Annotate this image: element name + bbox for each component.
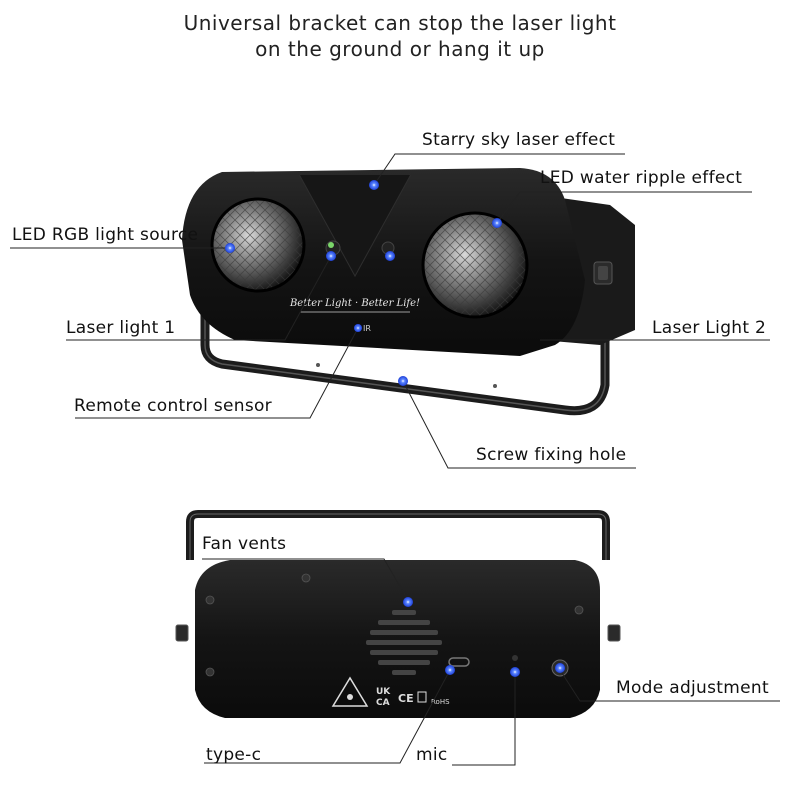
leader-typec <box>204 669 451 764</box>
label-led-rgb-source: LED RGB light source <box>12 225 199 245</box>
leader-mode <box>559 669 780 702</box>
label-mode-adjustment: Mode adjustment <box>616 678 769 698</box>
leader-remote <box>75 327 359 419</box>
label-laser-light-2: Laser Light 2 <box>652 318 767 338</box>
leader-mic <box>452 670 516 766</box>
label-laser-light-1: Laser light 1 <box>66 318 176 338</box>
slogan-text: Better Light · Better Life! <box>289 298 420 309</box>
label-starry-sky-laser: Starry sky laser effect <box>422 130 616 150</box>
mic-hole <box>512 655 518 661</box>
leader-laser1 <box>66 255 332 341</box>
leader-screw <box>402 380 636 469</box>
label-fan-vents: Fan vents <box>202 534 287 554</box>
leader-fan <box>202 558 409 601</box>
back-callout-dots <box>403 597 565 677</box>
back-knob-left <box>175 624 189 642</box>
cert-uk: UK <box>376 687 391 697</box>
front-callout-dots <box>225 180 502 386</box>
ir-text: IR <box>363 324 371 333</box>
back-knob-right <box>607 624 621 642</box>
back-body <box>195 560 600 718</box>
label-remote-sensor: Remote control sensor <box>74 396 272 416</box>
caption-line-1: Universal bracket can stop the laser lig… <box>183 11 617 35</box>
label-type-c: type-c <box>206 745 262 765</box>
laser-warning-icon <box>331 676 369 707</box>
leader-water <box>496 191 752 224</box>
caption-line-2: on the ground or hang it up <box>255 37 545 61</box>
cert-ca: CA <box>376 698 390 708</box>
label-screw-hole: Screw fixing hole <box>476 445 627 465</box>
cert-rohs: RoHS <box>431 698 450 706</box>
label-led-water-ripple: LED water ripple effect <box>540 168 743 188</box>
fan-vent-grille <box>366 610 442 675</box>
label-mic: mic <box>416 745 448 765</box>
leader-starry <box>373 153 625 186</box>
cert-ce: CE <box>398 692 414 705</box>
usb-c-port <box>448 657 470 667</box>
